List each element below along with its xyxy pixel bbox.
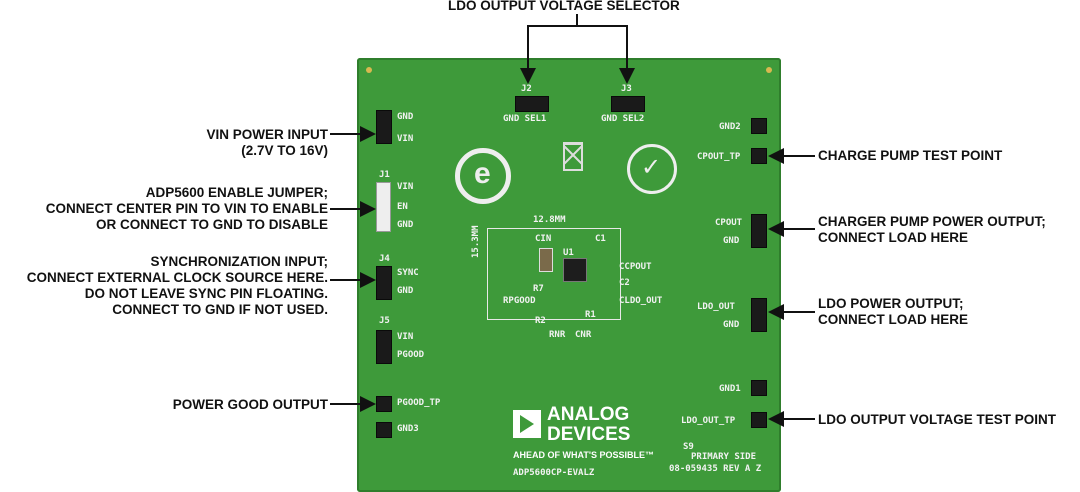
callout-line: DO NOT LEAVE SYNC PIN FLOATING. [84, 286, 328, 301]
sel2-header [611, 96, 645, 112]
silk-j4: J4 [379, 254, 390, 264]
callout-ldo-vout-tp: LDO OUTPUT VOLTAGE TEST POINT [818, 412, 1056, 428]
silk-j2: J2 [521, 84, 532, 94]
callout-power-good: POWER GOOD OUTPUT [173, 397, 328, 413]
callout-line: LDO POWER OUTPUT; [818, 296, 964, 311]
callout-line: CONNECT LOAD HERE [818, 312, 969, 327]
logo-line1: ANALOG [547, 404, 630, 425]
ldo-out-test-point [751, 412, 767, 428]
pcb-board: GND VIN J1 VIN EN GND J4 SYNC GND J5 VIN… [357, 58, 781, 492]
silk-gnd: GND [397, 112, 414, 122]
leader-selector-bracket [527, 25, 628, 36]
callout-line: CONNECT EXTERNAL CLOCK SOURCE HERE. [26, 270, 328, 285]
cpout-test-point [751, 148, 767, 164]
silk-vin-j1: VIN [397, 182, 414, 192]
adi-logo-triangle [513, 410, 541, 438]
silk-en: EN [397, 202, 408, 212]
silk-cpout: CPOUT [715, 218, 743, 228]
sel1-header [515, 96, 549, 112]
silk-gnd3: GND3 [397, 424, 419, 434]
silk-r7: R7 [533, 284, 544, 294]
callout-line: CONNECT TO GND IF NOT USED. [112, 302, 328, 317]
silk-cldo-out: CLDO_OUT [619, 296, 663, 306]
pgood-header [376, 330, 392, 364]
silk-cpout-tp: CPOUT_TP [697, 152, 741, 162]
callout-line: CONNECT LOAD HERE [818, 230, 969, 245]
silk-c2: C2 [619, 278, 630, 288]
silk-c1: C1 [595, 234, 606, 244]
silk-j1: J1 [379, 170, 390, 180]
logo-line2: DEVICES [547, 424, 631, 445]
enable-jumper [376, 182, 391, 232]
callout-line: CHARGER PUMP POWER OUTPUT; [818, 214, 1046, 229]
ldo-out-header [751, 298, 767, 332]
silk-cnr: CNR [575, 330, 592, 340]
silk-vin: VIN [397, 134, 414, 144]
silk-ccpout: CCPOUT [619, 262, 652, 272]
callout-charge-pump-tp: CHARGE PUMP TEST POINT [818, 148, 1002, 164]
callout-line: (2.7V TO 16V) [241, 143, 328, 158]
callout-line: ADP5600 ENABLE JUMPER; [145, 185, 328, 200]
silk-rpgood: RPGOOD [503, 296, 536, 306]
silk-gnd2: GND2 [719, 122, 741, 132]
silk-ldo-out: LDO_OUT [697, 302, 735, 312]
silk-gnd-sel1: GND SEL1 [503, 114, 547, 124]
silk-pgood-tp: PGOOD_TP [397, 398, 441, 408]
diagram-title: LDO OUTPUT VOLTAGE SELECTOR [448, 0, 680, 13]
pgood-test-point [376, 396, 392, 412]
callout-line: OR CONNECT TO GND TO DISABLE [95, 217, 328, 232]
callout-enable-jumper: ADP5600 ENABLE JUMPER; CONNECT CENTER PI… [46, 185, 328, 233]
sync-header [376, 266, 392, 300]
silk-rev: 08-059435 REV A Z [669, 464, 762, 474]
silk-r2: R2 [535, 316, 546, 326]
silk-u1: U1 [563, 248, 574, 258]
mounting-hole [366, 67, 372, 73]
silk-gnd-j1: GND [397, 220, 414, 230]
silk-gnd-sel2: GND SEL2 [601, 114, 645, 124]
callout-line: VIN POWER INPUT [206, 127, 328, 142]
component-outline [487, 228, 621, 320]
silk-j3: J3 [621, 84, 632, 94]
cap-cin [539, 248, 553, 272]
weee-bin-icon [563, 142, 583, 171]
silk-j5: J5 [379, 316, 390, 326]
silk-gnd-ldo: GND [723, 320, 740, 330]
callout-ldo-output: LDO POWER OUTPUT; CONNECT LOAD HERE [818, 296, 968, 328]
silk-vin-j5: VIN [397, 332, 414, 342]
silk-gnd1: GND1 [719, 384, 741, 394]
callout-line: CONNECT CENTER PIN TO VIN TO ENABLE [45, 201, 328, 216]
callout-line: POWER GOOD OUTPUT [172, 397, 328, 412]
silk-pgood: PGOOD [397, 350, 425, 360]
cpout-header [751, 214, 767, 248]
gnd3-test-point [376, 422, 392, 438]
callout-line: LDO OUTPUT VOLTAGE TEST POINT [818, 412, 1056, 427]
mounting-hole [766, 67, 772, 73]
silk-s9: S9 [683, 442, 694, 452]
e-recycle-icon: e [455, 148, 511, 204]
ic-u1 [563, 258, 587, 282]
callout-line: SYNCHRONIZATION INPUT; [150, 254, 329, 269]
callout-charge-pump-output: CHARGER PUMP POWER OUTPUT; CONNECT LOAD … [818, 214, 1046, 246]
silk-dim-h: 12.8MM [533, 215, 566, 225]
silk-sync: SYNC [397, 268, 419, 278]
silk-rnr: RNR [549, 330, 566, 340]
callout-line: CHARGE PUMP TEST POINT [818, 148, 1003, 163]
silk-eval: ADP5600CP-EVALZ [513, 468, 595, 478]
vin-header [376, 110, 392, 144]
callout-sync-input: SYNCHRONIZATION INPUT; CONNECT EXTERNAL … [27, 254, 328, 318]
gnd2-test-point [751, 118, 767, 134]
gnd1-test-point [751, 380, 767, 396]
rohs-compliant-icon: ✓ [627, 144, 677, 194]
callout-vin-power-input: VIN POWER INPUT (2.7V TO 16V) [206, 127, 328, 159]
silk-ldo-out-tp: LDO_OUT_TP [681, 416, 736, 426]
silk-cin: CIN [535, 234, 552, 244]
silk-gnd-cpout: GND [723, 236, 740, 246]
silk-gnd-j4: GND [397, 286, 414, 296]
silk-primary-side: PRIMARY SIDE [691, 452, 757, 462]
logo-tagline: AHEAD OF WHAT'S POSSIBLE™ [513, 450, 654, 460]
silk-r1: R1 [585, 310, 596, 320]
